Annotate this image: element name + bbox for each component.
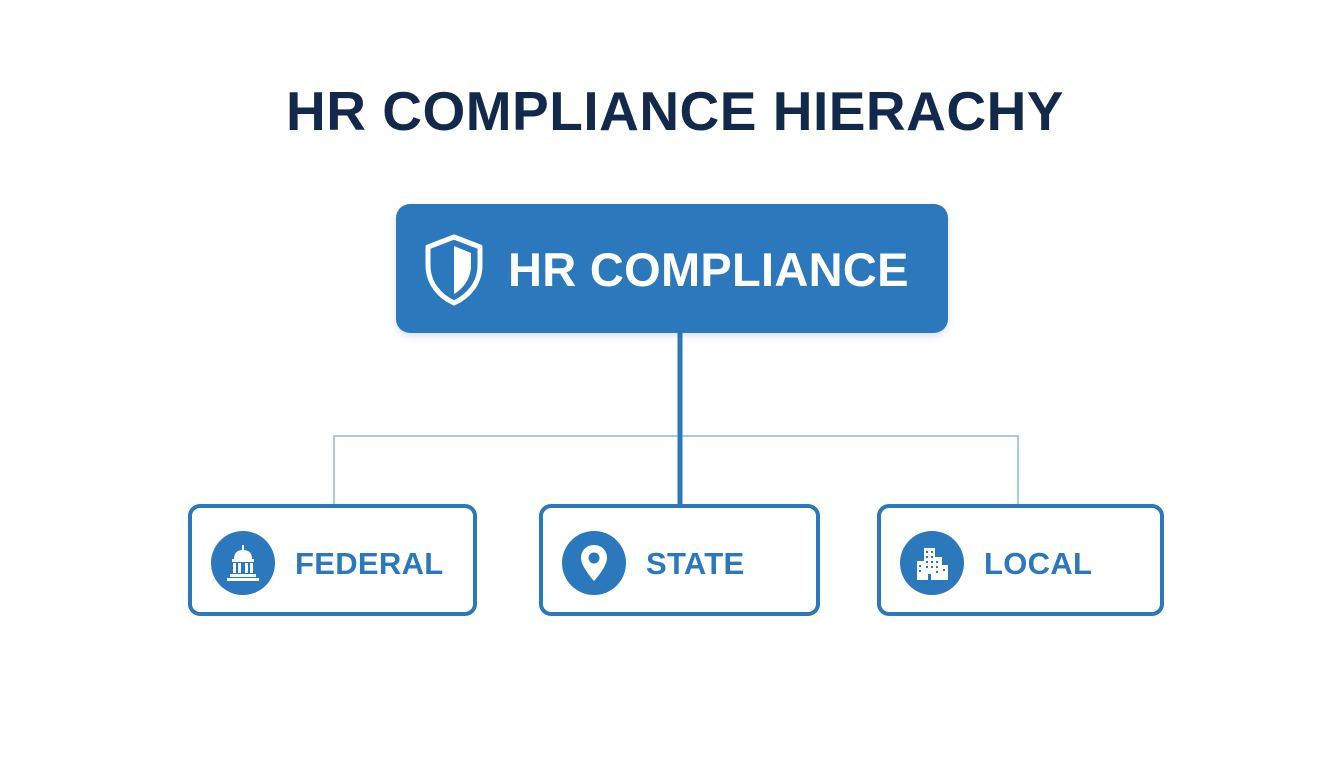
- child-node-state: STATE: [539, 504, 820, 616]
- child-label-state: STATE: [646, 546, 745, 581]
- diagram-title: HR COMPLIANCE HIERACHY: [286, 80, 1064, 142]
- child-node-local: LOCAL: [877, 504, 1164, 616]
- capitol-building-icon: [211, 531, 275, 595]
- connector-branch: [333, 435, 1019, 504]
- location-pin-icon: [562, 531, 626, 595]
- child-node-federal: FEDERAL: [188, 504, 477, 616]
- root-node-hr-compliance: HR COMPLIANCE: [396, 204, 948, 333]
- child-label-local: LOCAL: [984, 546, 1093, 581]
- child-label-federal: FEDERAL: [295, 546, 444, 581]
- city-buildings-icon: [900, 531, 964, 595]
- root-label: HR COMPLIANCE: [508, 243, 909, 296]
- shield-icon: [425, 234, 483, 306]
